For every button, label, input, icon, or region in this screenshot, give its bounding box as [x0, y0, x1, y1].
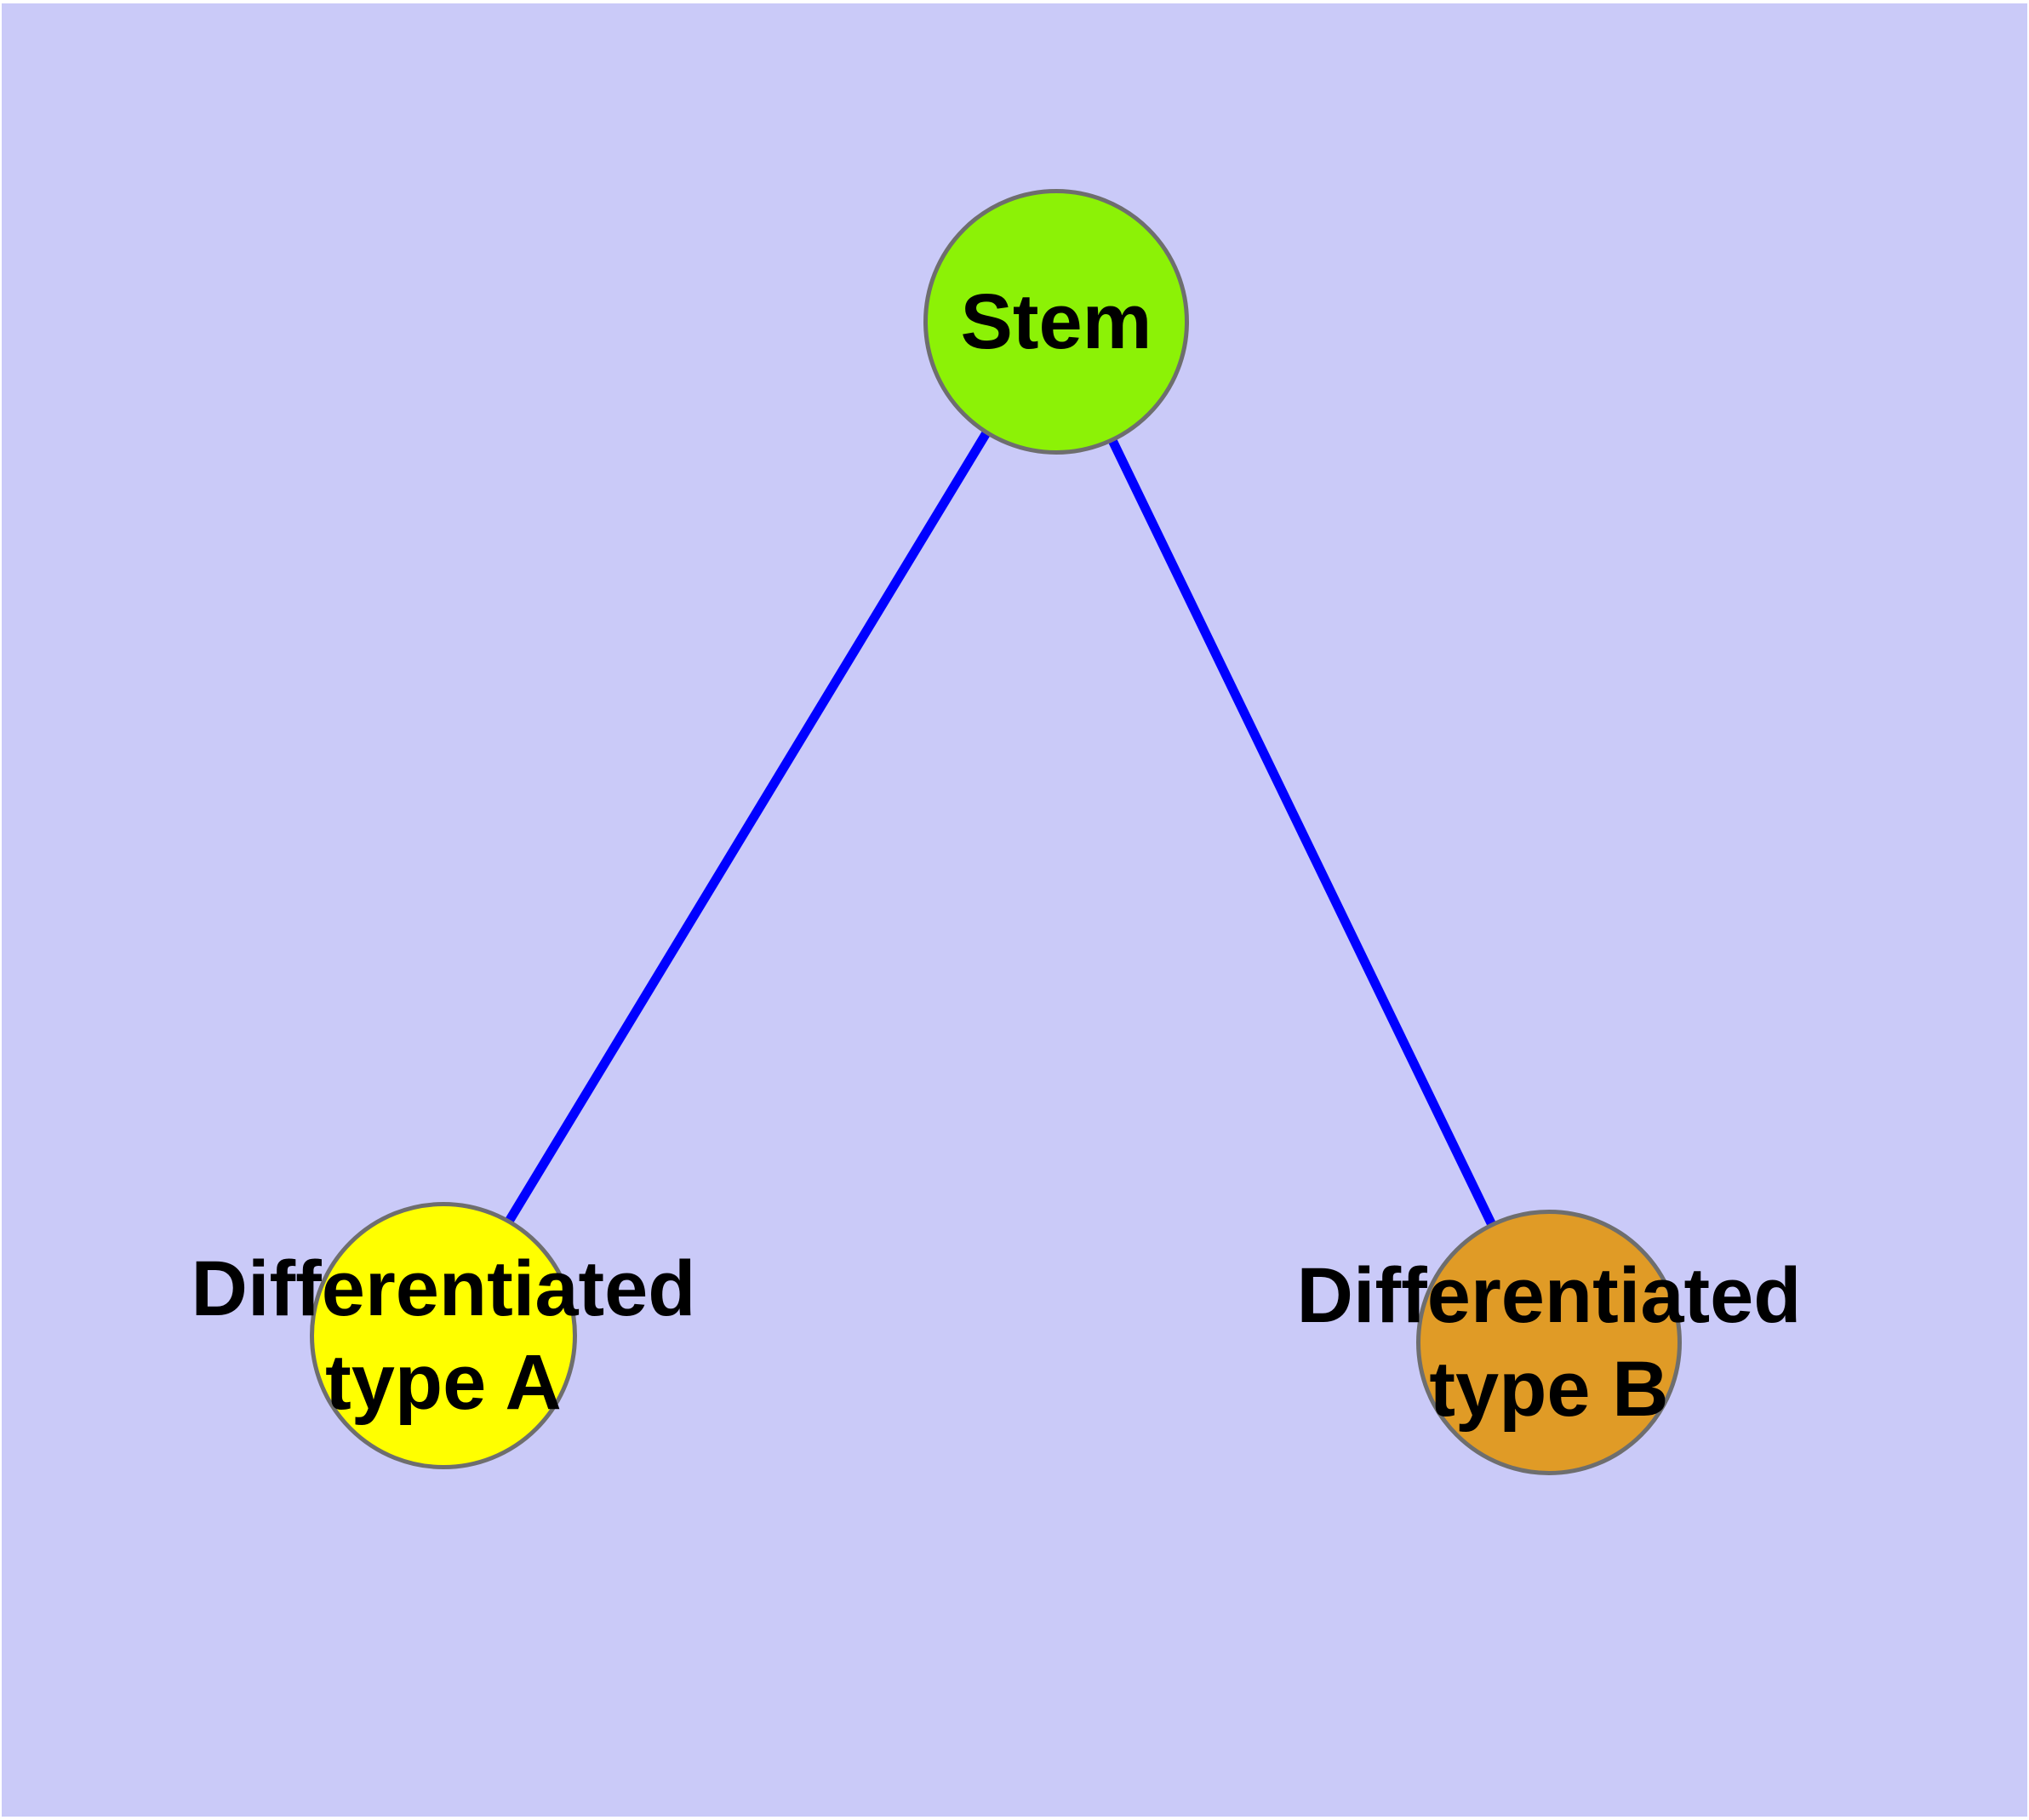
diagram-canvas: Stem Differentiated type A Differentiate…: [2, 3, 2027, 1817]
node-stem-label: Stem: [960, 278, 1152, 365]
node-differentiated-type-a-label: Differentiated type A: [191, 1245, 696, 1426]
node-stem: Stem: [923, 189, 1189, 455]
node-differentiated-type-a: Differentiated type A: [191, 1202, 695, 1469]
edge-layer: [438, 318, 1551, 1340]
edge-stem-to-diff-b: [1049, 318, 1551, 1340]
node-differentiated-type-b-label: Differentiated type B: [1296, 1252, 1802, 1433]
node-differentiated-type-b: Differentiated type B: [1297, 1210, 1801, 1475]
edge-stem-to-diff-a: [438, 318, 1059, 1333]
